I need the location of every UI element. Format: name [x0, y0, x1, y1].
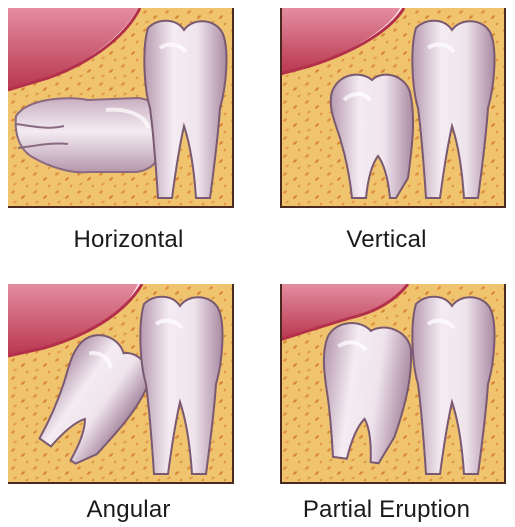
horizontal-illustration [8, 8, 234, 208]
partial-eruption-illustration [280, 284, 506, 484]
impacted-tooth-horizontal [16, 98, 165, 172]
caption-partial-eruption: Partial Eruption [258, 496, 515, 524]
caption-horizontal: Horizontal [0, 226, 257, 254]
vertical-illustration [280, 8, 506, 208]
caption-vertical: Vertical [258, 226, 515, 254]
caption-angular: Angular [0, 496, 257, 524]
angular-illustration [8, 284, 234, 484]
